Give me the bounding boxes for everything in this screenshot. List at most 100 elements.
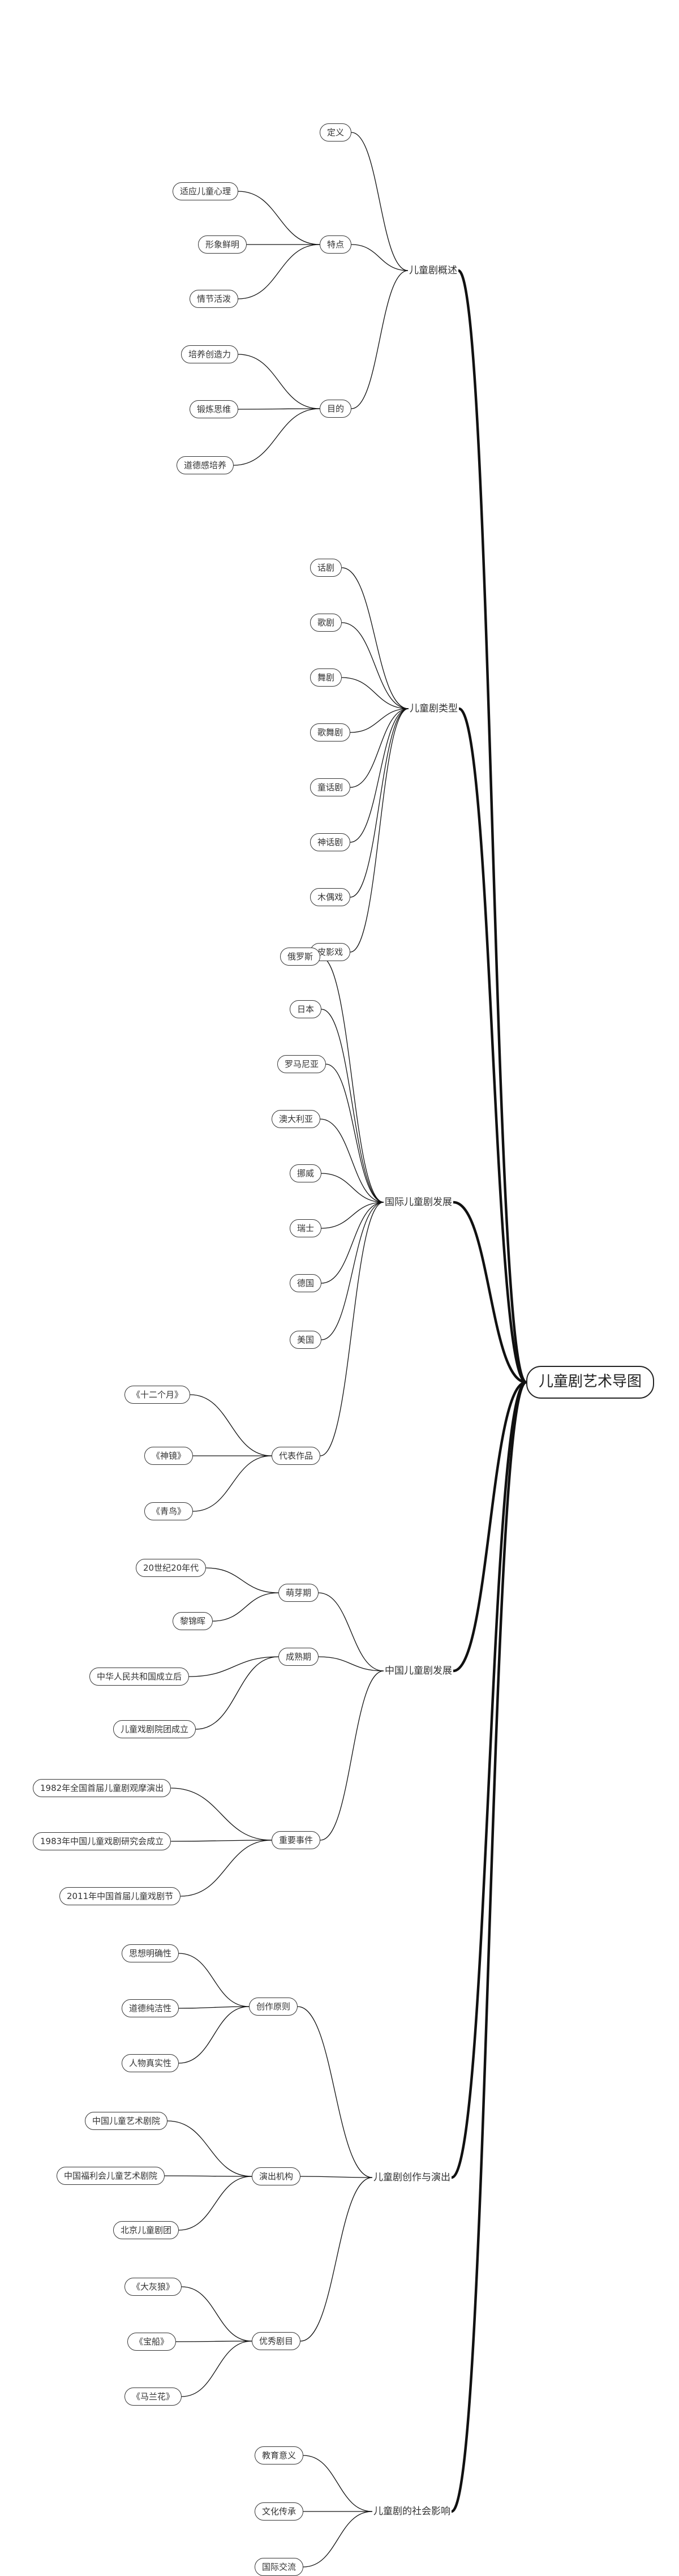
subtopic-link-5-3-3 bbox=[182, 2341, 252, 2397]
topic-link-2-4 bbox=[350, 708, 409, 733]
branch-node-6[interactable]: 儿童剧的社会影响 bbox=[372, 2505, 452, 2518]
root-link-1 bbox=[457, 269, 527, 1384]
subtopic-node-1-2-1[interactable]: 适应儿童心理 bbox=[173, 182, 239, 200]
topic-link-4-3 bbox=[320, 1670, 384, 1841]
subtopic-node-5-1-3[interactable]: 人物真实性 bbox=[122, 2054, 179, 2072]
subtopic-node-1-2-2[interactable]: 形象鲜明 bbox=[198, 235, 247, 254]
topic-node-1-1[interactable]: 定义 bbox=[320, 123, 352, 142]
subtopic-node-5-3-2[interactable]: 《宝船》 bbox=[127, 2333, 177, 2351]
subtopic-node-1-3-2[interactable]: 锻炼思维 bbox=[190, 400, 239, 418]
topic-node-2-7[interactable]: 木偶戏 bbox=[310, 888, 351, 906]
topic-link-3-1 bbox=[320, 956, 384, 1203]
topic-link-1-1 bbox=[351, 132, 409, 271]
subtopic-node-5-3-3[interactable]: 《马兰花》 bbox=[124, 2388, 182, 2406]
subtopic-link-5-1-1 bbox=[179, 1953, 250, 2007]
root-node[interactable]: 儿童剧艺术导图 bbox=[526, 1366, 655, 1399]
topic-link-3-3 bbox=[326, 1064, 384, 1203]
branch-node-5[interactable]: 儿童剧创作与演出 bbox=[372, 2171, 452, 2184]
subtopic-node-1-2-3[interactable]: 情节活泼 bbox=[190, 290, 239, 308]
topic-node-2-4[interactable]: 歌舞剧 bbox=[310, 723, 351, 741]
topic-node-2-1[interactable]: 话剧 bbox=[310, 559, 342, 577]
branch-node-4[interactable]: 中国儿童剧发展 bbox=[384, 1664, 453, 1678]
subtopic-node-5-2-3[interactable]: 北京儿童剧团 bbox=[113, 2221, 179, 2239]
subtopic-node-4-2-1[interactable]: 中华人民共和国成立后 bbox=[89, 1668, 190, 1686]
subtopic-node-5-3-1[interactable]: 《大灰狼》 bbox=[124, 2278, 182, 2296]
topic-node-3-4[interactable]: 澳大利亚 bbox=[272, 1110, 321, 1128]
topic-node-3-6[interactable]: 瑞士 bbox=[290, 1219, 322, 1237]
subtopic-link-5-3-1 bbox=[182, 2286, 252, 2342]
topic-link-3-8 bbox=[321, 1202, 384, 1340]
subtopic-node-5-2-1[interactable]: 中国儿童艺术剧院 bbox=[85, 2112, 168, 2130]
root-link-4 bbox=[453, 1381, 527, 1673]
topic-node-3-3[interactable]: 罗马尼亚 bbox=[277, 1055, 326, 1073]
subtopic-node-4-3-1[interactable]: 1982年全国首届儿童剧观摩演出 bbox=[33, 1779, 171, 1797]
topic-node-3-8[interactable]: 美国 bbox=[290, 1331, 322, 1349]
subtopic-node-3-9-2[interactable]: 《神镜》 bbox=[144, 1447, 194, 1465]
branch-node-1[interactable]: 儿童剧概述 bbox=[408, 264, 458, 277]
root-link-5 bbox=[451, 1381, 527, 2179]
topic-link-3-5 bbox=[321, 1173, 384, 1203]
topic-node-1-2[interactable]: 特点 bbox=[320, 235, 352, 254]
topic-link-6-3 bbox=[303, 2511, 373, 2568]
subtopic-link-5-2-1 bbox=[167, 2120, 252, 2177]
subtopic-link-5-3-2 bbox=[176, 2341, 252, 2342]
topic-node-6-2[interactable]: 文化传承 bbox=[255, 2502, 304, 2521]
topic-node-3-2[interactable]: 日本 bbox=[290, 1000, 322, 1018]
topic-link-5-3 bbox=[300, 2177, 373, 2342]
topic-node-4-3[interactable]: 重要事件 bbox=[272, 1831, 321, 1849]
subtopic-node-5-2-2[interactable]: 中国福利会儿童艺术剧院 bbox=[57, 2167, 165, 2185]
topic-link-1-2 bbox=[351, 244, 409, 271]
subtopic-link-4-1-1 bbox=[206, 1567, 279, 1593]
subtopic-node-3-9-3[interactable]: 《青鸟》 bbox=[144, 1502, 194, 1520]
topic-node-1-3[interactable]: 目的 bbox=[320, 400, 352, 418]
subtopic-link-5-2-3 bbox=[179, 2176, 252, 2231]
topic-node-3-5[interactable]: 挪威 bbox=[290, 1164, 322, 1182]
subtopic-link-1-2-3 bbox=[238, 244, 320, 299]
subtopic-link-4-3-1 bbox=[171, 1788, 272, 1841]
topic-node-3-1[interactable]: 俄罗斯 bbox=[280, 948, 321, 966]
subtopic-link-4-1-2 bbox=[213, 1592, 279, 1622]
topic-node-3-9[interactable]: 代表作品 bbox=[272, 1447, 321, 1465]
subtopic-link-1-3-1 bbox=[238, 354, 320, 409]
topic-node-2-3[interactable]: 舞剧 bbox=[310, 668, 342, 687]
subtopic-node-1-3-1[interactable]: 培养创造力 bbox=[181, 345, 239, 363]
topic-node-2-6[interactable]: 神话剧 bbox=[310, 833, 351, 851]
subtopic-node-5-1-1[interactable]: 思想明确性 bbox=[122, 1944, 179, 1962]
subtopic-node-4-2-2[interactable]: 儿童戏剧院团成立 bbox=[113, 1720, 196, 1738]
subtopic-node-4-1-1[interactable]: 20世纪20年代 bbox=[136, 1559, 207, 1577]
topic-node-5-2[interactable]: 演出机构 bbox=[252, 2167, 301, 2185]
root-link-2 bbox=[458, 707, 527, 1384]
topic-node-5-3[interactable]: 优秀剧目 bbox=[252, 2332, 301, 2350]
subtopic-link-4-2-1 bbox=[189, 1656, 279, 1677]
topic-node-6-3[interactable]: 国际交流 bbox=[255, 2558, 304, 2576]
topic-link-3-7 bbox=[321, 1202, 384, 1284]
subtopic-node-1-3-3[interactable]: 道德感培养 bbox=[177, 456, 234, 474]
root-link-6 bbox=[450, 1381, 527, 2513]
branch-node-2[interactable]: 儿童剧类型 bbox=[409, 702, 459, 715]
topic-node-3-7[interactable]: 德国 bbox=[290, 1274, 322, 1292]
topic-node-5-1[interactable]: 创作原则 bbox=[249, 1998, 298, 2016]
subtopic-link-5-1-3 bbox=[179, 2006, 250, 2064]
topic-link-2-3 bbox=[342, 677, 409, 709]
topic-link-4-2 bbox=[319, 1656, 384, 1671]
topic-link-3-9 bbox=[320, 1202, 384, 1456]
branch-node-3[interactable]: 国际儿童剧发展 bbox=[384, 1195, 453, 1209]
topic-node-2-5[interactable]: 童话剧 bbox=[310, 778, 351, 796]
topic-node-4-1[interactable]: 萌芽期 bbox=[278, 1584, 319, 1602]
topic-node-6-1[interactable]: 教育意义 bbox=[255, 2446, 304, 2464]
subtopic-link-1-3-3 bbox=[234, 408, 320, 466]
subtopic-link-4-2-2 bbox=[196, 1656, 279, 1730]
root-link-3 bbox=[453, 1201, 527, 1384]
topic-link-2-2 bbox=[342, 622, 409, 709]
topic-node-2-2[interactable]: 歌剧 bbox=[310, 614, 342, 632]
subtopic-node-5-1-2[interactable]: 道德纯洁性 bbox=[122, 1999, 179, 2017]
subtopic-node-4-3-2[interactable]: 1983年中国儿童戏剧研究会成立 bbox=[33, 1832, 171, 1850]
topic-node-4-2[interactable]: 成熟期 bbox=[278, 1648, 319, 1666]
subtopic-node-3-9-1[interactable]: 《十二个月》 bbox=[124, 1386, 191, 1404]
subtopic-node-4-1-2[interactable]: 黎锦晖 bbox=[173, 1612, 213, 1630]
topic-link-6-1 bbox=[303, 2455, 373, 2512]
subtopic-node-4-3-3[interactable]: 2011年中国首届儿童戏剧节 bbox=[59, 1887, 181, 1905]
topic-link-3-4 bbox=[320, 1118, 384, 1203]
